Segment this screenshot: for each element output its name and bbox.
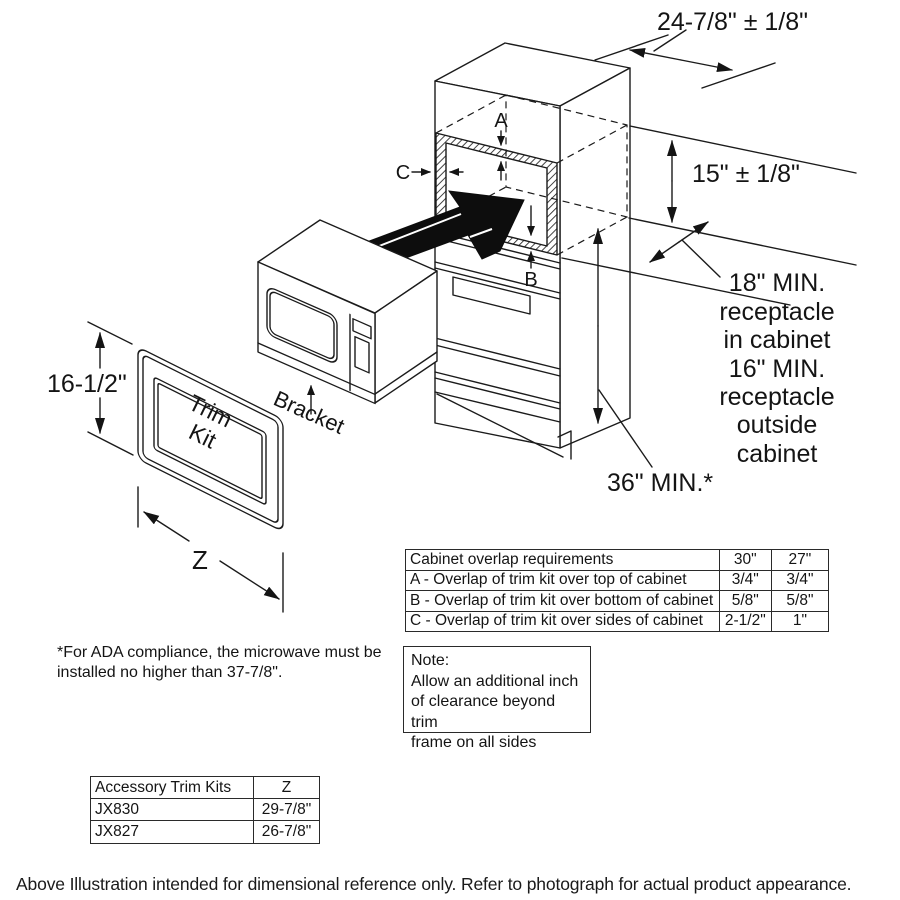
callout-b: B: [524, 269, 537, 291]
dim-trim-width: Z: [137, 486, 284, 613]
dim-trim-height-label: 16-1/2": [47, 370, 127, 398]
table-row: JX830 29-7/8": [90, 798, 320, 822]
dim-cabinet-width: 24-7/8" ± 1/8": [594, 8, 808, 89]
callout-c: C: [396, 162, 410, 184]
overlap-header-label: Cabinet overlap requirements: [405, 549, 720, 571]
dim-width-label: 24-7/8" ± 1/8": [657, 8, 808, 36]
dim-niche-height: 15" ± 1/8": [628, 125, 857, 266]
svg-text:receptacle: receptacle: [719, 383, 834, 411]
note-title: Note:: [411, 652, 450, 669]
trim-kit-panel: Trim Kit: [137, 349, 284, 530]
table-row: A - Overlap of trim kit over top of cabi…: [405, 569, 830, 591]
dim-trim-height: 16-1/2": [47, 321, 134, 456]
table-row: B - Overlap of trim kit over bottom of c…: [405, 590, 830, 612]
svg-text:18" MIN.: 18" MIN.: [729, 269, 825, 297]
note-line: Allow an additional inch: [411, 672, 579, 690]
overlap-header-27: 27": [770, 549, 830, 571]
dim-niche-height-label: 15" ± 1/8": [692, 160, 800, 188]
dim-floor-height: 36" MIN.*: [593, 228, 713, 497]
overlap-header-30: 30": [718, 549, 772, 571]
table-row: Cabinet overlap requirements 30" 27": [405, 549, 830, 571]
svg-text:cabinet: cabinet: [737, 440, 818, 468]
niche-opening-inner: [445, 142, 548, 247]
accessory-header-label: Accessory Trim Kits: [90, 775, 254, 800]
accessory-header-z: Z: [253, 775, 320, 800]
wall-oven-front: [434, 231, 572, 460]
svg-text:receptacle: receptacle: [719, 298, 834, 326]
microwave-keypad: [354, 335, 370, 374]
note-line: frame on all sides: [411, 734, 537, 751]
accessory-trim-kits-table: Accessory Trim Kits Z JX830 29-7/8" JX82…: [90, 775, 320, 844]
dim-receptacle: 18" MIN. receptacle in cabinet 16" MIN. …: [561, 221, 835, 468]
svg-text:16" MIN.: 16" MIN.: [729, 355, 825, 383]
cabinet-overlap-table: Cabinet overlap requirements 30" 27" A -…: [405, 549, 830, 632]
microwave-display: [352, 318, 372, 340]
trim-kit-outer-frame: [137, 349, 284, 530]
footer-disclaimer: Above Illustration intended for dimensio…: [16, 874, 852, 894]
clearance-note-box: Note: Allow an additional inch of cleara…: [403, 646, 591, 751]
callout-a: A: [494, 110, 508, 132]
svg-text:in cabinet: in cabinet: [723, 326, 830, 354]
note-line: of clearance beyond trim: [411, 693, 556, 731]
cabinet-right-face: [559, 67, 631, 449]
table-row: C - Overlap of trim kit over sides of ca…: [405, 610, 830, 632]
microwave: [257, 219, 438, 405]
trim-kit-window: [153, 377, 267, 505]
table-row: Accessory Trim Kits Z: [90, 775, 320, 800]
overlap-callouts: A B C: [396, 110, 538, 291]
ada-compliance-note: *For ADA compliance, the microwave must …: [57, 644, 382, 681]
tall-cabinet: [434, 42, 631, 460]
svg-text:outside: outside: [737, 411, 818, 439]
microwave-door-window: [266, 287, 338, 363]
oven-handle-slot: [452, 276, 531, 315]
dim-trim-width-label: Z: [192, 545, 208, 575]
dim-floor-label: 36" MIN.*: [607, 469, 713, 497]
table-row: JX827 26-7/8": [90, 820, 320, 844]
